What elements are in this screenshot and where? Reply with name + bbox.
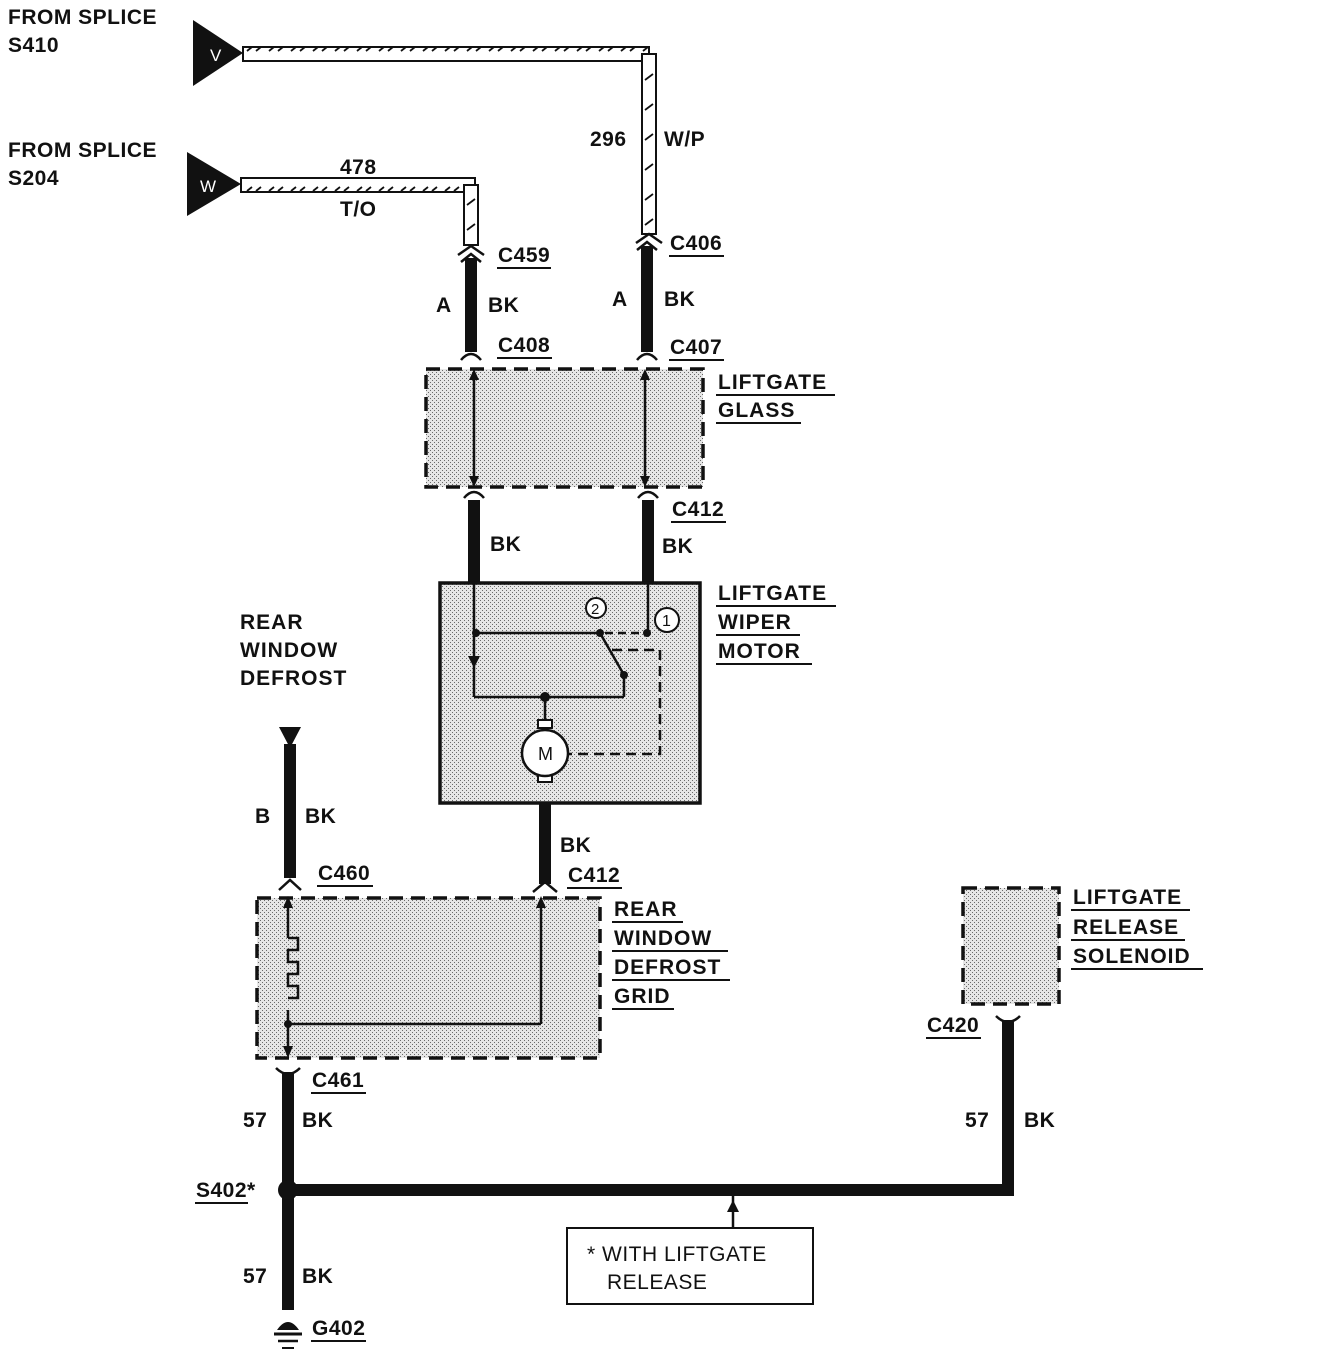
- liftgate-glass-label-2: GLASS: [718, 399, 795, 422]
- note-line-2: RELEASE: [607, 1271, 707, 1294]
- source-s410-letter: V: [210, 46, 222, 65]
- wire-478-color: T/O: [340, 198, 377, 221]
- wire-296: [242, 46, 663, 245]
- connector-c459: C459: [498, 244, 550, 267]
- wire-a-bk-right-color: BK: [664, 288, 695, 311]
- defrost-label-1: REAR: [240, 611, 304, 634]
- source-s204: FROM SPLICE S204 W: [8, 139, 241, 216]
- connector-c407: C407: [670, 336, 722, 359]
- wire-bk-motor-down-color: BK: [560, 834, 591, 857]
- source-s410-line2: S410: [8, 34, 59, 57]
- motor-terminal-1: 1: [662, 613, 671, 630]
- source-s204-arrow-icon: [187, 152, 241, 216]
- defrost-label-2: WINDOW: [240, 639, 338, 662]
- wire-bk-glass-right-color: BK: [662, 535, 693, 558]
- wire-57-left-upper-circuit: 57: [243, 1109, 267, 1132]
- connector-c412-bottom: C412: [568, 864, 620, 887]
- note-line-1: * WITH LIFTGATE: [587, 1243, 767, 1266]
- wire-a-bk-left-color: BK: [488, 294, 519, 317]
- solenoid-label-1: LIFTGATE: [1073, 886, 1182, 909]
- c406-arrow-icon: [635, 232, 663, 245]
- wire-57-right-circuit: 57: [965, 1109, 989, 1132]
- wire-a-bk-left-pin: A: [436, 294, 452, 317]
- ground-g402-label: G402: [312, 1317, 365, 1340]
- wire-57-left-upper-color: BK: [302, 1109, 333, 1132]
- wire-57-right-color: BK: [1024, 1109, 1055, 1132]
- wire-478-circuit: 478: [340, 156, 377, 179]
- source-s410-arrow-icon: [193, 20, 243, 86]
- wire-478: [240, 177, 485, 257]
- source-s204-line2: S204: [8, 167, 59, 190]
- source-s204-letter: W: [200, 177, 216, 196]
- wire-b-bk-pin: B: [255, 805, 271, 828]
- solenoid-label-2: RELEASE: [1073, 916, 1179, 939]
- splice-s402-label: S402*: [196, 1179, 256, 1202]
- motor-symbol: M: [538, 744, 553, 764]
- defrost-grid-label-3: DEFROST: [614, 956, 721, 979]
- c459-arrow-icon: [457, 244, 485, 257]
- solenoid-label-3: SOLENOID: [1073, 945, 1191, 968]
- defrost-grid-label-1: REAR: [614, 898, 678, 921]
- wiper-motor-label-2: WIPER: [718, 611, 792, 634]
- defrost-grid-label-2: WINDOW: [614, 927, 712, 950]
- wiper-motor-label-3: MOTOR: [718, 640, 801, 663]
- wire-a-bk-right-pin: A: [612, 288, 628, 311]
- connector-c406: C406: [670, 232, 722, 255]
- connector-c420: C420: [927, 1014, 979, 1037]
- liftgate-glass: [424, 367, 705, 489]
- source-s204-line1: FROM SPLICE: [8, 139, 157, 162]
- wire-296-circuit: 296: [590, 128, 627, 151]
- connector-c461: C461: [312, 1069, 364, 1092]
- rear-window-defrost-grid: [255, 896, 602, 1060]
- wire-b-bk-color: BK: [305, 805, 336, 828]
- wire-57-left-lower-circuit: 57: [243, 1265, 267, 1288]
- defrost-label-3: DEFROST: [240, 667, 347, 690]
- liftgate-wiper-motor: [438, 581, 702, 805]
- wire-57-left-lower-color: BK: [302, 1265, 333, 1288]
- source-s410: FROM SPLICE S410 V: [8, 6, 243, 86]
- source-s410-line1: FROM SPLICE: [8, 6, 157, 29]
- wire-bk-glass-left-color: BK: [490, 533, 521, 556]
- wire-296-color: W/P: [664, 128, 705, 151]
- ground-g402-icon: [274, 1322, 302, 1349]
- liftgate-glass-label-1: LIFTGATE: [718, 371, 827, 394]
- defrost-grid-label-4: GRID: [614, 985, 671, 1008]
- wiper-motor-label-1: LIFTGATE: [718, 582, 827, 605]
- liftgate-release-solenoid: [961, 886, 1061, 1006]
- connector-c460: C460: [318, 862, 370, 885]
- note-box: [566, 1227, 814, 1305]
- connector-c408: C408: [498, 334, 550, 357]
- connector-c412-top: C412: [672, 498, 724, 521]
- defrost-feed-arrow-icon: [279, 727, 301, 748]
- motor-terminal-2: 2: [591, 601, 599, 618]
